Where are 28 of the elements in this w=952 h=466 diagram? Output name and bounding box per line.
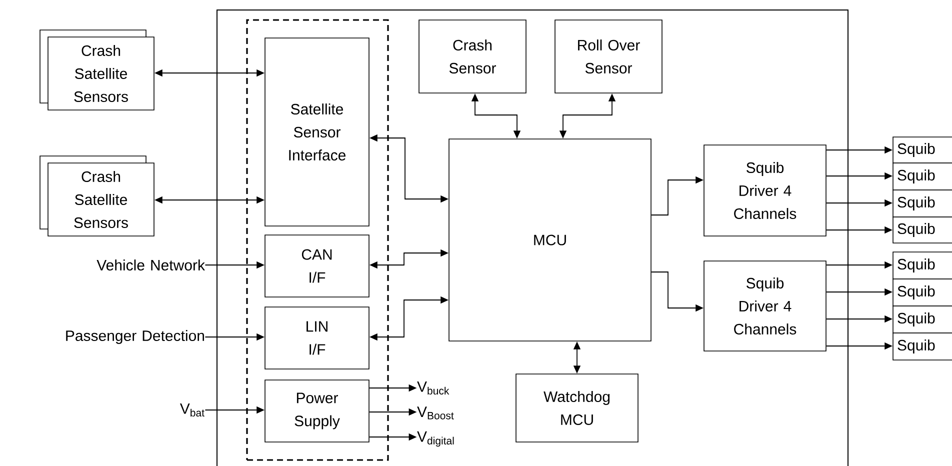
sensor-stack-box: Crash Satellite Sensors [40, 30, 154, 110]
sensor-box: Roll Over Sensor [554, 20, 662, 94]
driver-box: Squib Driver 4 Channels [704, 144, 826, 236]
output-label: V$_{digital}$ [417, 431, 454, 447]
squib-box: Squib [892, 190, 952, 218]
input-label: Vehicle Network [96, 260, 205, 270]
input-label: Passenger Detection [66, 330, 204, 344]
interface-box: Satellite Sensor Interface [264, 38, 370, 226]
sensor-box: Crash Sensor [418, 20, 526, 94]
output-label: V$_{Boost}$ [417, 406, 454, 420]
squib-box: Squib [892, 332, 952, 360]
mcu-box: MCU [448, 138, 652, 342]
driver-box: Squib Driver 4 Channels [704, 260, 826, 352]
power-supply-box: Power Supply [264, 380, 370, 442]
squib-box: Squib [892, 278, 952, 306]
interface-box: CAN I/F [264, 234, 370, 298]
output-label: V$_{buck}$ [417, 381, 450, 395]
sensor-stack-box: Crash Satellite Sensors [40, 156, 154, 236]
interface-group-box [246, 19, 389, 461]
interface-box: LIN I/F [264, 306, 370, 370]
input-label: V$_{bat}$ [180, 403, 204, 417]
watchdog-box: Watchdog MCU [516, 374, 638, 442]
squib-box: Squib [892, 136, 952, 164]
module-outline [216, 10, 849, 466]
squib-box: Squib [892, 252, 952, 280]
squib-box: Squib [892, 162, 952, 190]
squib-box: Squib [892, 216, 952, 244]
squib-box: Squib [892, 306, 952, 334]
